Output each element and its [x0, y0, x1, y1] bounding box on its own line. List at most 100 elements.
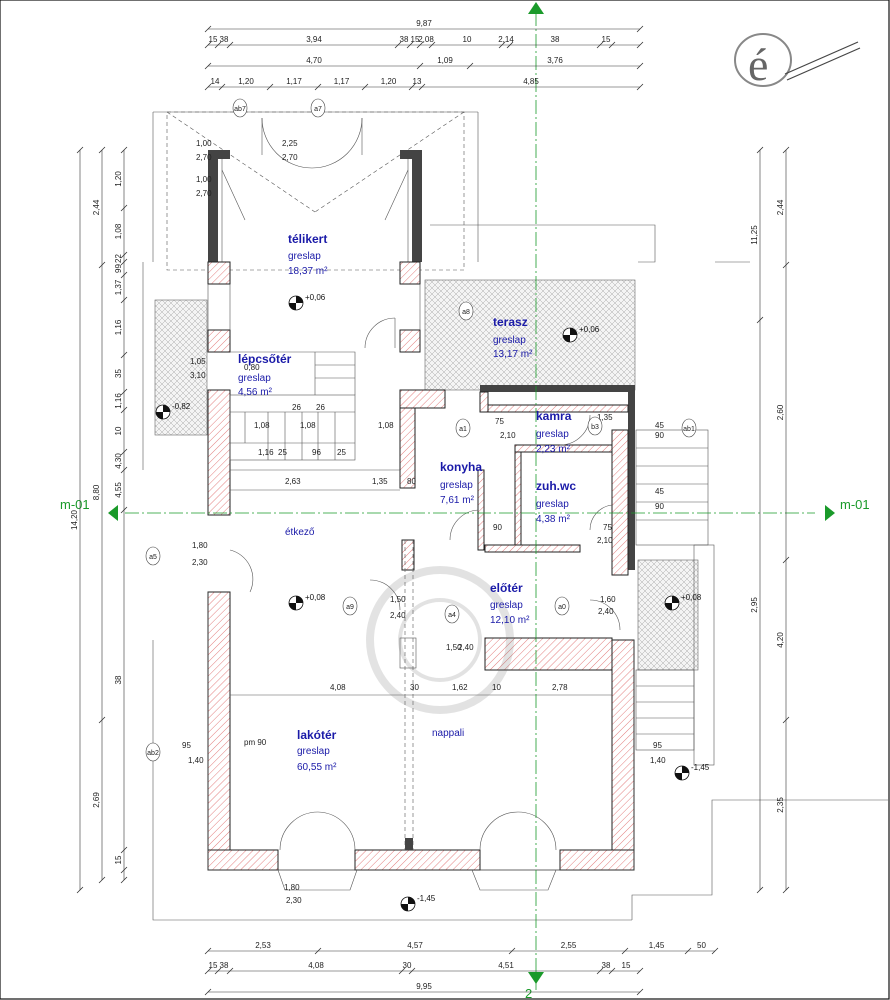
dim-label: 4,08 — [330, 683, 346, 692]
window-tag-a0: a0 — [554, 596, 570, 616]
dim-label: 1,62 — [452, 683, 468, 692]
dim-label: 4,20 — [776, 632, 785, 648]
dim-label: 1,35 — [372, 477, 388, 486]
window-tag-b3: b3 — [587, 416, 603, 436]
level-marker-east: -1,45 — [674, 763, 710, 781]
window-size-label: 1,80 — [284, 883, 300, 892]
dim-label: 10 — [463, 35, 472, 44]
room-area: 13,17 m² — [493, 349, 533, 360]
dim-label: 1,60 — [600, 595, 616, 604]
dim-label: 1,09 — [437, 56, 453, 65]
dim-label: 90 — [655, 431, 664, 440]
dim-label: 45 — [655, 421, 664, 430]
axis-left-marker — [108, 505, 118, 521]
dim-label: 80 — [407, 477, 416, 486]
dim-label: 2,10 — [500, 431, 516, 440]
dim-label: 3,76 — [547, 56, 563, 65]
room-name: télikert — [288, 232, 327, 246]
window-tag-a5: a5 — [145, 546, 161, 566]
level-marker-eloter_out: +0,08 — [664, 593, 702, 611]
dim-label: 38 — [220, 35, 229, 44]
room-kamra: kamra greslap 2,23 m² — [536, 409, 572, 455]
room-name: előtér — [490, 581, 523, 595]
room-area: 2,23 m² — [536, 444, 571, 455]
dim-label: 2,35 — [776, 797, 785, 813]
dim-label: 1,35 — [597, 413, 613, 422]
dim-label: 2,63 — [285, 477, 301, 486]
dim-label: 96 — [312, 448, 321, 457]
dim-label: 90 — [493, 523, 502, 532]
dim-label: 1,20 — [114, 171, 123, 187]
dim-label: 2,40 — [390, 611, 406, 620]
dimension-lines — [76, 25, 790, 996]
room-floor: greslap — [536, 429, 569, 440]
dim-label: 38 — [400, 35, 409, 44]
room-floor: greslap — [297, 746, 330, 757]
window-tag-label: a7 — [314, 106, 322, 113]
room-lakoter: lakótér greslap 60,55 m² — [297, 728, 337, 773]
dim-label: 2,10 — [597, 536, 613, 545]
dim-label: 30 — [403, 961, 412, 970]
dim-label: 10 — [492, 683, 501, 692]
dim-label: 2,95 — [750, 597, 759, 613]
dim-label: 38 — [602, 961, 611, 970]
level-marker-lepcso_out: -0,82 — [155, 402, 191, 420]
dim-label: 45 — [655, 487, 664, 496]
dim-label: 4,85 — [523, 77, 539, 86]
dim-label: 50 — [697, 941, 706, 950]
dim-label: 1,08 — [114, 223, 123, 239]
dim-label: 1,40 — [650, 756, 666, 765]
window-tag-label: a5 — [149, 554, 157, 561]
dim-label: 2,53 — [255, 941, 271, 950]
dim-label: 13 — [413, 77, 422, 86]
dim-label: 4,51 — [498, 961, 514, 970]
window-size-label: pm 90 — [244, 738, 267, 747]
axis-lines — [108, 2, 835, 990]
window-size-label: 2,70 — [196, 153, 212, 162]
dim-label: 75 — [603, 523, 612, 532]
dim-label: 99 — [114, 264, 123, 273]
architect-logo-icon: é — [734, 33, 861, 90]
dim-label: 1,20 — [238, 77, 254, 86]
watermark-seal — [366, 566, 514, 714]
dim-label: 15 — [602, 35, 611, 44]
dim-label: 1,45 — [649, 941, 665, 950]
east-stairs — [635, 429, 715, 766]
dim-label: 4,70 — [306, 56, 322, 65]
window-tag-label: a0 — [558, 604, 566, 611]
dim-label: 22 — [114, 254, 123, 263]
dim-label: 15 — [411, 35, 420, 44]
dim-label: 1,08 — [254, 421, 270, 430]
dim-label: 2,78 — [552, 683, 568, 692]
dim-label: 25 — [278, 448, 287, 457]
level-marker-terasz: +0,06 — [562, 325, 600, 343]
dim-label: 3,10 — [190, 371, 206, 380]
dim-label: 9,95 — [416, 982, 432, 991]
level-value: -1,45 — [691, 763, 710, 772]
room-name: lakótér — [297, 728, 337, 742]
room-floor: greslap — [238, 373, 271, 384]
dim-label: 1,50 — [390, 595, 406, 604]
dim-label: 4,30 — [114, 453, 123, 469]
upper-walls — [207, 261, 446, 516]
dim-label: 15 — [622, 961, 631, 970]
axis-top-marker — [528, 2, 544, 14]
main-walls — [207, 540, 635, 891]
dim-label: 14 — [211, 77, 220, 86]
window-tag-label: a4 — [448, 612, 456, 619]
dim-label: 10 — [114, 426, 123, 435]
room-telikert: télikert greslap 18,37 m² — [288, 232, 328, 277]
dim-label: 75 — [495, 417, 504, 426]
level-value: +0,08 — [305, 593, 326, 602]
level-marker-eloter_in: +0,08 — [288, 593, 326, 611]
window-tag-a7: a7 — [310, 98, 326, 118]
dim-label: 2,69 — [92, 792, 101, 808]
winter-garden-frame — [152, 111, 479, 271]
room-zuhwc: zuh.wc greslap 4,38 m² — [536, 479, 576, 525]
dim-label: 38 — [551, 35, 560, 44]
room-terasz: terasz greslap 13,17 m² — [493, 315, 533, 360]
level-markers: +0,06+0,06-0,82+0,08+0,08-1,45-1,45 — [155, 293, 710, 912]
